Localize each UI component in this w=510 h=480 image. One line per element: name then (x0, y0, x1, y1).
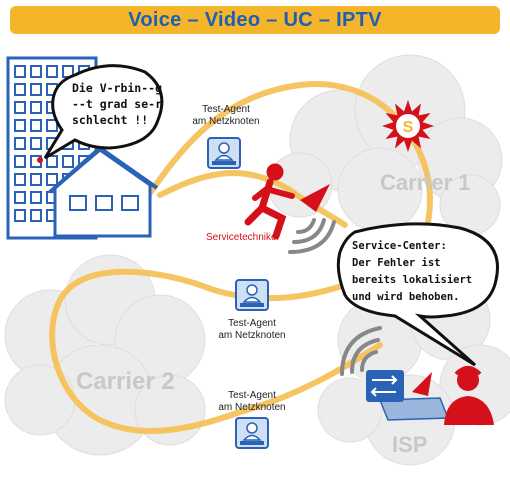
agent-label-bottom: Test-Agent am Netzknoten (218, 390, 286, 413)
service-bubble-line: und wird behoben. (352, 291, 460, 303)
user-bubble-text: Die V-rbin--g --t grad se-r schlecht !! (72, 80, 162, 128)
technician-signal-icon (288, 218, 336, 254)
service-bubble-line: bereits lokalisiert (352, 274, 473, 286)
service-bubble-text: Service-Center: Der Fehler ist bereits l… (352, 238, 472, 306)
test-agent-icon (207, 137, 241, 169)
page-title: Voice – Video – UC – IPTV (128, 9, 382, 31)
svg-text:S: S (403, 119, 414, 136)
service-agent-icon (444, 366, 494, 425)
test-agents (207, 137, 269, 449)
fault-starburst-icon: S (382, 100, 434, 152)
user-speech-bubble (43, 64, 164, 160)
user-bubble-line: Die V-rbin--g (72, 81, 163, 95)
title-banner: Voice – Video – UC – IPTV (10, 6, 500, 34)
user-bubble-line: --t grad se-r (72, 97, 163, 111)
user-marker (37, 157, 43, 163)
service-bubble-line: Service-Center: (352, 240, 447, 252)
service-speech-bubble (336, 222, 499, 367)
carrier1-label: Carrier 1 (380, 170, 471, 195)
test-agent-icon (235, 279, 269, 311)
technician-icon (244, 163, 330, 240)
agent-label-top: Test-Agent am Netzknoten (192, 104, 260, 127)
isp-label: ISP (392, 432, 428, 457)
agent-label-middle: Test-Agent am Netzknoten (218, 318, 286, 341)
isp-console-icon (366, 370, 450, 421)
technician-label: Servicetechniker (206, 232, 280, 243)
user-bubble-line: schlecht !! (72, 113, 149, 127)
service-bubble-line: Der Fehler ist (352, 257, 441, 269)
carrier2-label: Carrier 2 (76, 368, 175, 395)
isp-signal-icon (340, 326, 382, 376)
test-agent-icon (235, 417, 269, 449)
